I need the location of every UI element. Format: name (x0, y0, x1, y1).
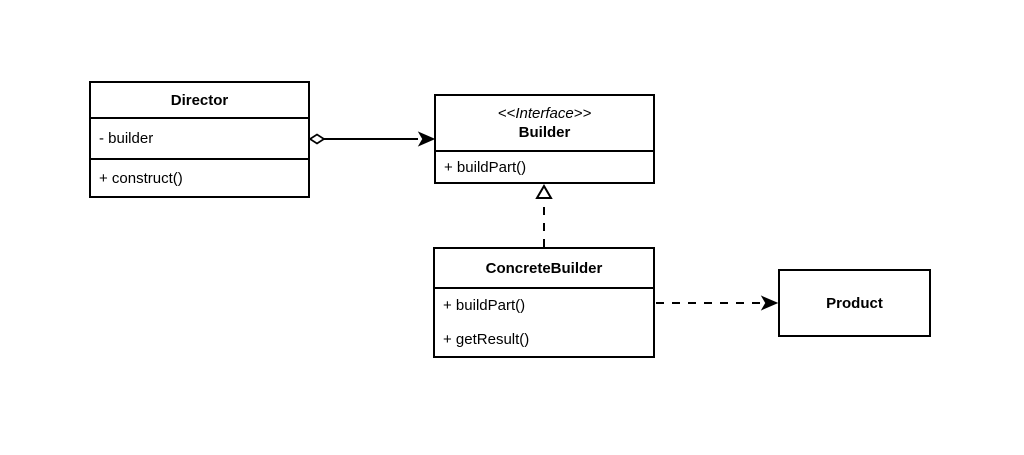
method: + construct() (99, 169, 183, 187)
methods-compartment: + construct() (91, 158, 308, 196)
method: + buildPart() (443, 297, 526, 315)
attribute: - builder (99, 130, 154, 147)
class-box-product: Product (778, 269, 931, 337)
class-title: <<Interface>> Builder (436, 96, 653, 150)
dependency-connector-concretebuilder-product (656, 295, 779, 311)
filled-arrowhead-icon (417, 131, 436, 147)
realization-connector-concretebuilder-builder (535, 184, 553, 247)
method: + buildPart() (444, 158, 527, 176)
filled-arrowhead-icon (760, 295, 779, 311)
aggregation-connector-director-builder (308, 131, 436, 147)
class-box-concretebuilder: ConcreteBuilder + buildPart() + getResul… (433, 247, 655, 358)
class-title: Director (170, 91, 229, 109)
class-name: Builder (518, 124, 571, 141)
methods-compartment: + buildPart() + getResult() (435, 287, 653, 356)
hollow-diamond-icon (308, 133, 326, 145)
class-box-builder: <<Interface>> Builder + buildPart() (434, 94, 655, 184)
class-box-director: Director - builder + construct() (89, 81, 310, 198)
class-title: Product (826, 294, 883, 312)
method: + getResult() (443, 330, 530, 348)
attributes-compartment: - builder (91, 117, 308, 158)
class-title: ConcreteBuilder (485, 259, 603, 277)
stereotype-label: <<Interface>> (497, 105, 592, 122)
hollow-triangle-icon (535, 184, 553, 199)
methods-compartment: + buildPart() (436, 150, 653, 182)
